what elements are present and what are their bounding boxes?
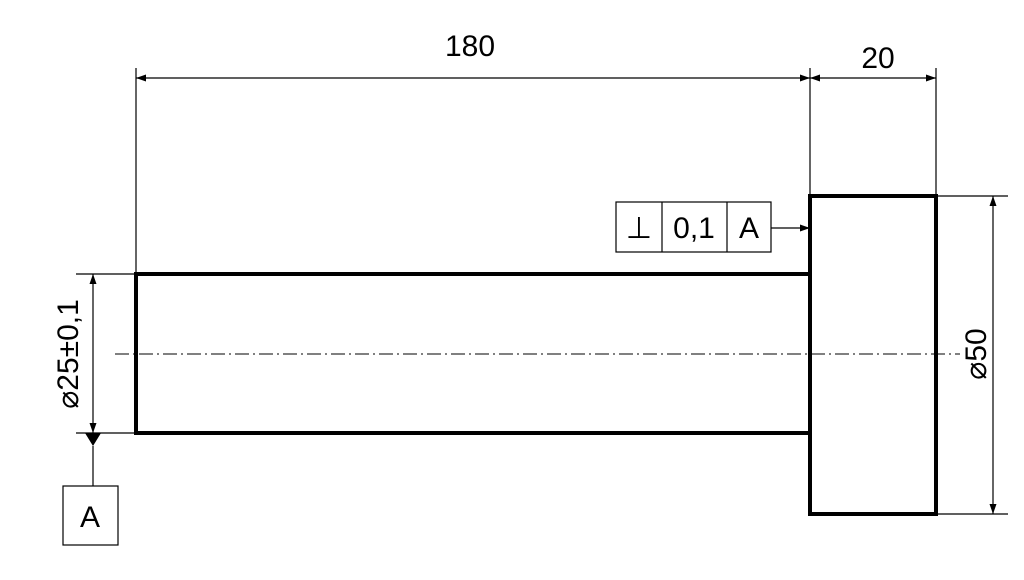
head-outline: [808, 194, 938, 516]
tolerance-frame-border: [615, 201, 772, 253]
dim-shaft-length-label: 180: [445, 30, 495, 63]
dim-shaft-diameter-label: ⌀25±0,1: [52, 299, 85, 409]
tolerance-value: 0,1: [673, 212, 715, 245]
datum-box: [62, 485, 119, 546]
tolerance-frame: ⊥ 0,1 A: [615, 201, 772, 253]
datum-triangle-icon: [85, 433, 101, 446]
dim-head-length-label: 20: [861, 42, 894, 75]
perpendicularity-symbol-icon: ⊥: [626, 212, 652, 245]
dim-head-diameter-label: ⌀50: [960, 328, 993, 379]
tolerance-datum-ref: A: [739, 212, 759, 245]
datum-label: A: [80, 501, 100, 534]
